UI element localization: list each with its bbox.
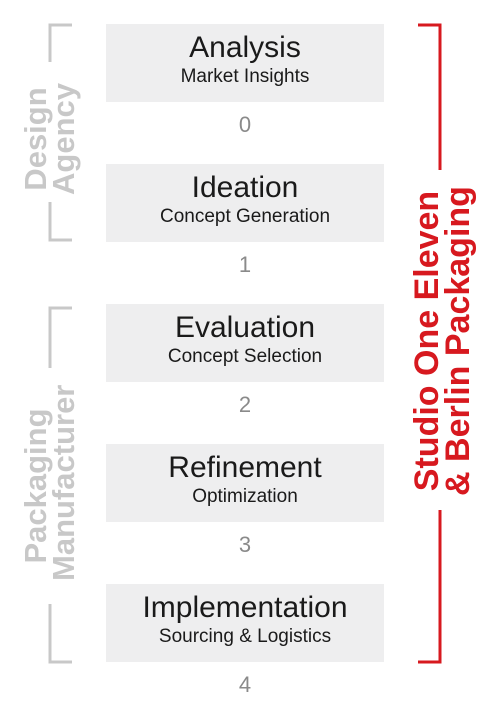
step-subtitle: Concept Generation (159, 206, 331, 227)
step-number: 0 (238, 112, 252, 137)
step-number: 2 (238, 392, 252, 417)
step-title: Analysis (189, 31, 301, 64)
step-subtitle: Concept Selection (167, 346, 323, 367)
step-title: Implementation (142, 591, 348, 624)
step-box-analysis: Analysis Market Insights (106, 24, 384, 102)
step-number: 1 (238, 252, 252, 277)
step-box-ideation: Ideation Concept Generation (106, 164, 384, 242)
step-box-implementation: Implementation Sourcing & Logistics (106, 584, 384, 662)
packaging-manufacturer-label: Packaging Manufacturer (18, 384, 81, 581)
step-box-evaluation: Evaluation Concept Selection (106, 304, 384, 382)
step-subtitle: Sourcing & Logistics (158, 626, 332, 647)
step-box-refinement: Refinement Optimization (106, 444, 384, 522)
step-title: Ideation (191, 171, 299, 204)
design-agency-label: Design Agency (18, 83, 81, 195)
step-title: Evaluation (174, 311, 316, 344)
step-subtitle: Market Insights (180, 66, 310, 87)
step-subtitle: Optimization (192, 486, 298, 507)
step-title: Refinement (168, 451, 322, 484)
step-number: 4 (238, 672, 252, 697)
partner-label: Studio One Eleven & Berlin Packaging (408, 186, 477, 496)
step-number: 3 (238, 532, 252, 557)
